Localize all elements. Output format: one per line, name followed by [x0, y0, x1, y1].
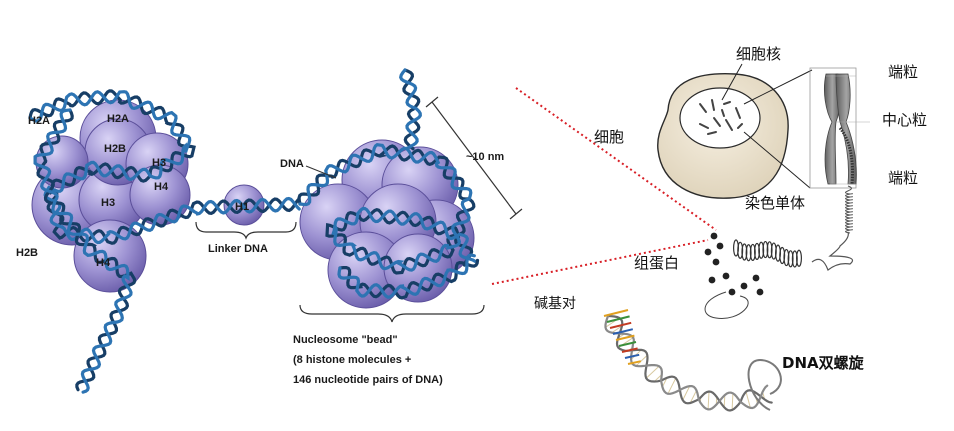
base-pair-rung: [618, 341, 637, 347]
nucleus-label-leader: [721, 63, 743, 101]
nucleus: [679, 87, 761, 149]
dna-double-helix-right: [603, 309, 782, 412]
base-pair-rung: [615, 334, 635, 341]
label-h1: H1: [235, 201, 249, 213]
chromatin-loop: [811, 231, 854, 271]
dna-strand: [298, 143, 477, 272]
histone-dot: [708, 276, 716, 284]
label-h2b: H2B: [104, 143, 126, 155]
dna-strand: [337, 253, 476, 299]
nucleosome-bead-bracket: [299, 304, 485, 323]
chromatin-link: [704, 291, 749, 319]
base-pair-rung: [606, 315, 630, 323]
caption-line-3: 146 nucleotide pairs of DNA): [293, 374, 443, 386]
base-pair-rung: [635, 354, 648, 367]
scale-bar-cap: [509, 208, 523, 220]
label-h2a-outer: H2A: [28, 115, 50, 127]
label-nucleus: 细胞核: [736, 45, 781, 63]
dna-strand: [604, 314, 769, 411]
histone-dot: [740, 282, 748, 290]
base-pair-rung: [707, 391, 710, 410]
chromatin-fibre: [704, 185, 854, 319]
base-pair-rung: [609, 321, 632, 329]
label-h2b-outer: H2B: [16, 247, 38, 259]
dna-strand: [33, 108, 133, 394]
label-chromatid: 染色单体: [745, 194, 805, 212]
base-pair-rung: [612, 328, 634, 335]
label-base-pair: 碱基对: [534, 295, 576, 312]
histone-dot: [716, 242, 724, 250]
dna-double-helix-left: [28, 68, 480, 394]
label-dna: DNA: [280, 158, 304, 170]
label-h4: H4: [96, 257, 111, 269]
label-h4-right: H4: [154, 181, 169, 193]
base-pair-rung: [645, 365, 660, 379]
histone-dot: [710, 232, 718, 240]
caption-line-1: Nucleosome "bead": [293, 334, 398, 346]
zoom-line-upper: [743, 69, 813, 105]
base-pair-rung: [611, 325, 623, 334]
chromosome: [824, 73, 857, 185]
histone-dot: [752, 274, 760, 282]
dna-strand: [606, 314, 773, 412]
dna-strand: [297, 144, 476, 275]
nucleus-chromosomes: [699, 99, 743, 135]
histone-dot: [722, 272, 730, 280]
base-pair-rung: [689, 390, 697, 404]
scale-bar-cap: [425, 96, 439, 108]
histone-dot: [712, 258, 720, 266]
label-h3-right: H3: [152, 157, 166, 169]
label-centromere: 中心粒: [882, 111, 927, 129]
red-dotted-connector-bottom: [491, 239, 709, 285]
dna-label-leader: [305, 165, 337, 179]
label-linker-dna: Linker DNA: [208, 243, 268, 255]
chromosome-frame: [809, 67, 857, 189]
base-pair-rung: [745, 391, 751, 409]
label-double-helix: DNA双螺旋: [782, 354, 865, 372]
histone-dot: [704, 248, 712, 256]
base-pair-rung: [627, 360, 642, 365]
base-pair-rung: [682, 385, 691, 401]
label-telomere-bottom: 端粒: [888, 169, 918, 187]
label-10nm: ~10 nm: [466, 151, 504, 163]
dna-tail: [747, 358, 782, 411]
base-pair-rung: [621, 347, 638, 353]
base-pair-rung: [667, 377, 677, 395]
base-pair-rung: [723, 395, 726, 408]
scale-bar-10nm: [431, 101, 517, 215]
label-cell: 细胞: [594, 128, 624, 146]
label-h3: H3: [101, 197, 115, 209]
solenoid-turn: [795, 249, 802, 267]
histone-dot: [756, 288, 764, 296]
histone-dot: [728, 288, 736, 296]
chromatin-coil: [844, 185, 853, 234]
label-telomere-top: 端粒: [888, 63, 918, 81]
dna-strand: [28, 90, 301, 245]
linker-dna-bracket: [195, 221, 297, 240]
caption-line-2: (8 histone molecules +: [293, 354, 411, 366]
red-dotted-connector-top: [515, 87, 717, 231]
base-pair-rung: [624, 353, 640, 359]
label-h2a: H2A: [107, 113, 129, 125]
label-histone: 组蛋白: [634, 254, 679, 272]
base-pair-rung: [731, 393, 734, 411]
base-pair-rung: [603, 309, 629, 317]
zoom-line-lower: [743, 131, 811, 189]
dna-strand: [399, 68, 422, 150]
dna-strand: [36, 108, 137, 392]
